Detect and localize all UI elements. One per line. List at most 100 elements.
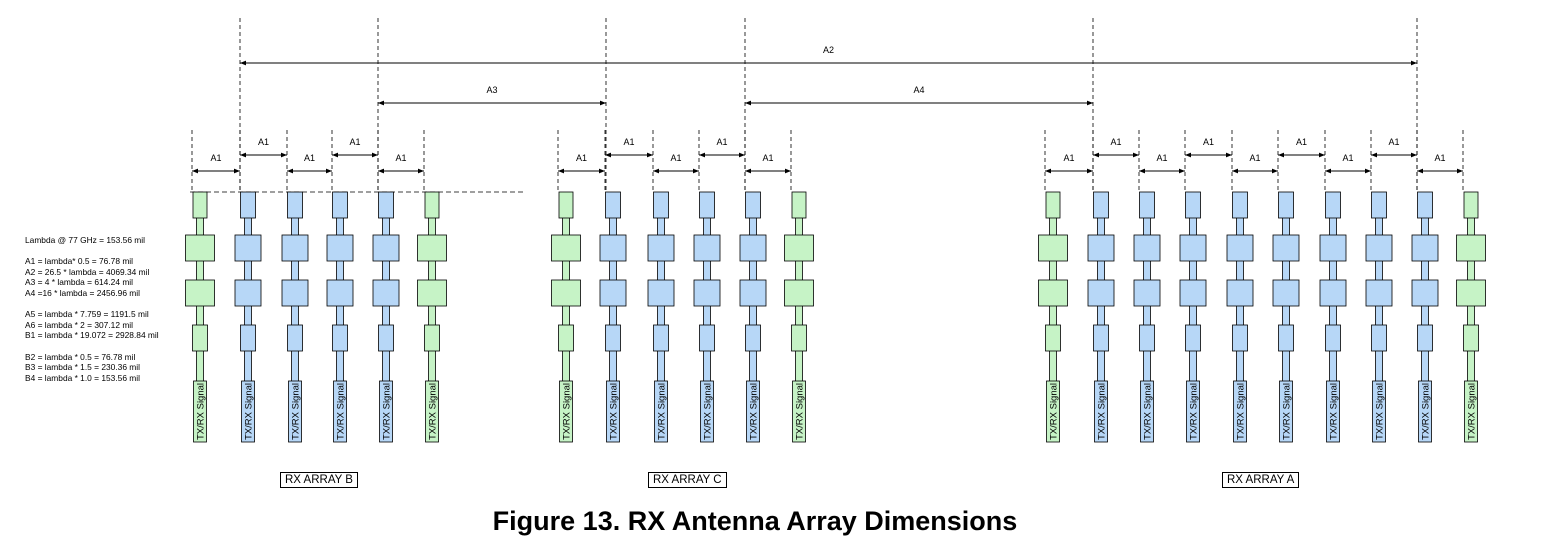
antenna-patch bbox=[605, 191, 621, 219]
rx-array-c-label: RX ARRAY C bbox=[648, 472, 727, 488]
signal-port bbox=[1326, 380, 1340, 443]
signal-label: TX/RX Signal bbox=[291, 383, 302, 440]
antenna-patch bbox=[647, 234, 675, 262]
antenna-patch bbox=[1278, 191, 1294, 219]
dimension-legend: Lambda @ 77 GHz = 153.56 mil A1 = lambda*… bbox=[25, 235, 159, 394]
antenna-element-rx: TX/RX Signal bbox=[693, 191, 721, 443]
legend-line: A3 = 4 * lambda = 614.24 mil bbox=[25, 277, 134, 288]
signal-label: TX/RX Signal bbox=[1049, 383, 1060, 440]
signal-port bbox=[1233, 380, 1247, 443]
antenna-patch bbox=[234, 279, 262, 307]
signal-label: TX/RX Signal bbox=[244, 383, 255, 440]
antenna-patch bbox=[1411, 279, 1439, 307]
antenna-element-tx: TX/RX Signal bbox=[784, 191, 814, 443]
a1-dimension-label: A1 bbox=[1156, 153, 1167, 163]
antenna-element-rx: TX/RX Signal bbox=[372, 191, 400, 443]
legend-line: A2 = 26.5 * lambda = 4069.34 mil bbox=[25, 266, 150, 277]
antenna-patch bbox=[378, 324, 394, 352]
antenna-patch bbox=[372, 279, 400, 307]
antenna-patch bbox=[372, 234, 400, 262]
a1-dimension-label: A1 bbox=[1434, 153, 1445, 163]
antenna-patch bbox=[653, 324, 669, 352]
antenna-patch bbox=[1185, 324, 1201, 352]
rx-array-b-label: RX ARRAY B bbox=[280, 472, 358, 488]
antenna-patch bbox=[784, 279, 814, 307]
antenna-patch bbox=[424, 324, 440, 352]
signal-port bbox=[333, 380, 347, 443]
antenna-patch bbox=[699, 324, 715, 352]
signal-port bbox=[700, 380, 714, 443]
a1-dimension-label: A1 bbox=[304, 153, 315, 163]
antenna-patch bbox=[192, 324, 208, 352]
signal-label: TX/RX Signal bbox=[1143, 383, 1154, 440]
antenna-patch bbox=[326, 279, 354, 307]
figure-title: Figure 13. RX Antenna Array Dimensions bbox=[492, 506, 1018, 536]
signal-port bbox=[746, 380, 760, 443]
antenna-patch bbox=[287, 191, 303, 219]
antenna-patch bbox=[1179, 234, 1207, 262]
antenna-element-rx: TX/RX Signal bbox=[281, 191, 309, 443]
a1-dimension-label: A1 bbox=[1388, 137, 1399, 147]
signal-label: TX/RX Signal bbox=[1329, 383, 1340, 440]
signal-label: TX/RX Signal bbox=[795, 383, 806, 440]
signal-port bbox=[1046, 380, 1060, 443]
antenna-patch bbox=[784, 234, 814, 262]
antenna-element-rx: TX/RX Signal bbox=[1179, 191, 1207, 443]
signal-label: TX/RX Signal bbox=[1375, 383, 1386, 440]
signal-port bbox=[654, 380, 668, 443]
signal-label: TX/RX Signal bbox=[609, 383, 620, 440]
antenna-element-rx: TX/RX Signal bbox=[1411, 191, 1439, 443]
signal-port bbox=[606, 380, 620, 443]
antenna-element-rx: TX/RX Signal bbox=[326, 191, 354, 443]
antenna-patch bbox=[1417, 324, 1433, 352]
antenna-patch bbox=[281, 279, 309, 307]
signal-port bbox=[1464, 380, 1478, 443]
antenna-element-rx: TX/RX Signal bbox=[1087, 191, 1115, 443]
antenna-element-rx: TX/RX Signal bbox=[1319, 191, 1347, 443]
antenna-patch bbox=[1456, 234, 1486, 262]
signal-port bbox=[1372, 380, 1386, 443]
antenna-patch bbox=[1226, 279, 1254, 307]
antenna-patch bbox=[693, 234, 721, 262]
legend-line: B2 = lambda * 0.5 = 76.78 mil bbox=[25, 351, 136, 362]
antenna-patch bbox=[558, 191, 574, 219]
antenna-element-tx: TX/RX Signal bbox=[185, 191, 215, 443]
signal-port bbox=[193, 380, 207, 443]
a1-dimension-label: A1 bbox=[1203, 137, 1214, 147]
antenna-patch bbox=[1179, 279, 1207, 307]
a1-dimension-label: A1 bbox=[349, 137, 360, 147]
antenna-element-rx: TX/RX Signal bbox=[1133, 191, 1161, 443]
antenna-patch bbox=[599, 279, 627, 307]
antenna-patch bbox=[1325, 191, 1341, 219]
antenna-patch bbox=[1133, 279, 1161, 307]
legend-line: B3 = lambda * 1.5 = 230.36 mil bbox=[25, 362, 140, 373]
signal-label: TX/RX Signal bbox=[196, 383, 207, 440]
antenna-patch bbox=[1045, 324, 1061, 352]
antenna-element-tx: TX/RX Signal bbox=[417, 191, 447, 443]
signal-label: TX/RX Signal bbox=[336, 383, 347, 440]
signal-label: TX/RX Signal bbox=[562, 383, 573, 440]
rx-array-a-label: RX ARRAY A bbox=[1222, 472, 1300, 488]
antenna-patch bbox=[1038, 234, 1068, 262]
signal-port bbox=[559, 380, 573, 443]
signal-label: TX/RX Signal bbox=[657, 383, 668, 440]
antenna-patch bbox=[1038, 279, 1068, 307]
signal-port bbox=[1186, 380, 1200, 443]
legend-line: Lambda @ 77 GHz = 153.56 mil bbox=[25, 235, 145, 245]
antenna-patch bbox=[417, 234, 447, 262]
antenna-patch bbox=[1417, 191, 1433, 219]
legend-line: B4 = lambda * 1.0 = 153.56 mil bbox=[25, 372, 140, 383]
signal-label: TX/RX Signal bbox=[1282, 383, 1293, 440]
antenna-patch bbox=[1185, 191, 1201, 219]
antenna-patch bbox=[1139, 324, 1155, 352]
antenna-patch bbox=[745, 191, 761, 219]
antenna-patch bbox=[1232, 324, 1248, 352]
antenna-patch bbox=[693, 279, 721, 307]
antenna-patch bbox=[424, 191, 440, 219]
signal-port bbox=[1279, 380, 1293, 443]
a4-dimension-label: A4 bbox=[913, 85, 924, 95]
antenna-patch bbox=[653, 191, 669, 219]
